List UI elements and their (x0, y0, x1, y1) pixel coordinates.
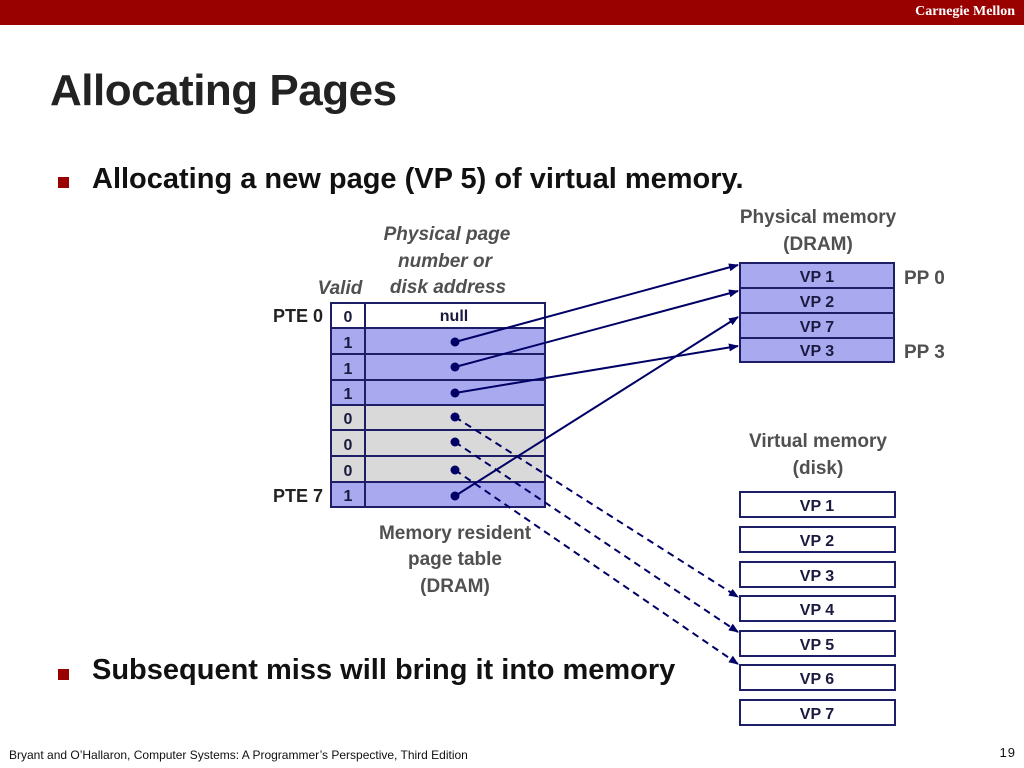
arrow-to-pp2 (454, 316, 739, 497)
virtual-page-box (739, 699, 896, 726)
valid-bit: 0 (344, 411, 353, 428)
footer-citation: Bryant and O’Hallaron, Computer Systems:… (9, 748, 468, 762)
virtual-page-label: VP 1 (800, 498, 835, 515)
virtual-memory-subtitle: (disk) (793, 458, 844, 479)
virtual-memory-title: Virtual memory (749, 431, 887, 452)
slide-title: Allocating Pages (50, 66, 397, 115)
valid-cell (330, 353, 366, 381)
pp3-label: PP 3 (904, 342, 945, 363)
virtual-page-box (739, 595, 896, 622)
virtual-page-label: VP 6 (800, 671, 835, 688)
bullet-square-icon (58, 669, 69, 680)
bullet-subsequent-miss: Subsequent miss will bring it into memor… (92, 654, 676, 686)
valid-bit: 1 (344, 488, 353, 505)
valid-header: Valid (318, 278, 363, 299)
bullet-allocating: Allocating a new page (VP 5) of virtual … (92, 163, 744, 195)
physical-page-box (739, 262, 895, 289)
physical-page-label: VP 2 (800, 294, 835, 311)
pte7-label: PTE 7 (273, 486, 323, 506)
virtual-page-box (739, 491, 896, 518)
physical-page-box (739, 312, 895, 339)
arrow-to-vp6 (454, 469, 739, 665)
physical-page-label: VP 1 (800, 269, 835, 286)
brand-label: Carnegie Mellon (915, 4, 1015, 19)
page-number: 19 (999, 745, 1016, 760)
resident-arrows (454, 263, 739, 497)
arrow-to-pp3 (454, 343, 739, 394)
ppn-header-line3: disk address (390, 277, 506, 298)
null-entry: null (440, 308, 468, 325)
virtual-page-label: VP 7 (800, 706, 835, 723)
pte0-label: PTE 0 (273, 306, 323, 326)
physical-memory-stack: VP 1 VP 2 VP 7 VP 3 (739, 262, 895, 363)
virtual-page-label: VP 2 (800, 533, 835, 550)
bullet-square-icon (58, 177, 69, 188)
valid-bit: 0 (344, 463, 353, 480)
disk-arrows (454, 416, 739, 665)
top-bar: Carnegie Mellon (0, 0, 1024, 25)
valid-cell (330, 302, 366, 329)
arrow-to-vp5 (454, 441, 739, 633)
page-table-caption-line1: Memory resident (379, 523, 532, 544)
valid-cell (330, 481, 366, 508)
ppn-header-line1: Physical page (384, 224, 511, 245)
arrow-to-pp0 (454, 263, 739, 343)
valid-bit: 1 (344, 335, 353, 352)
ppn-header-line2: number or (398, 251, 494, 272)
arrow-to-pp1 (454, 289, 739, 368)
valid-bit: 0 (344, 309, 353, 326)
physical-page-box (739, 337, 895, 363)
valid-bit: 1 (344, 386, 353, 403)
virtual-page-box (739, 664, 896, 691)
valid-bit: 0 (344, 437, 353, 454)
virtual-page-box (739, 561, 896, 588)
physical-page-label: VP 7 (800, 319, 835, 336)
valid-cell (330, 455, 366, 483)
ppn-cell (364, 302, 546, 329)
arrow-to-vp4 (454, 416, 739, 598)
virtual-page-label: VP 3 (800, 568, 835, 585)
pp0-label: PP 0 (904, 268, 945, 289)
page-table-caption-line3: (DRAM) (420, 576, 490, 597)
page-table-caption-line2: page table (408, 549, 502, 570)
page-table: 0 1 1 1 0 0 0 1 null (330, 302, 546, 508)
physical-memory-subtitle: (DRAM) (783, 234, 853, 255)
physical-page-label: VP 3 (800, 343, 835, 360)
physical-memory-title: Physical memory (740, 207, 897, 228)
virtual-page-box (739, 526, 896, 553)
virtual-page-box (739, 630, 896, 657)
valid-bit: 1 (344, 361, 353, 378)
virtual-page-label: VP 5 (800, 637, 835, 654)
virtual-memory-stack: VP 1 VP 2 VP 3 VP 4 VP 5 VP 6 VP 7 (739, 491, 896, 726)
virtual-page-label: VP 4 (800, 602, 835, 619)
